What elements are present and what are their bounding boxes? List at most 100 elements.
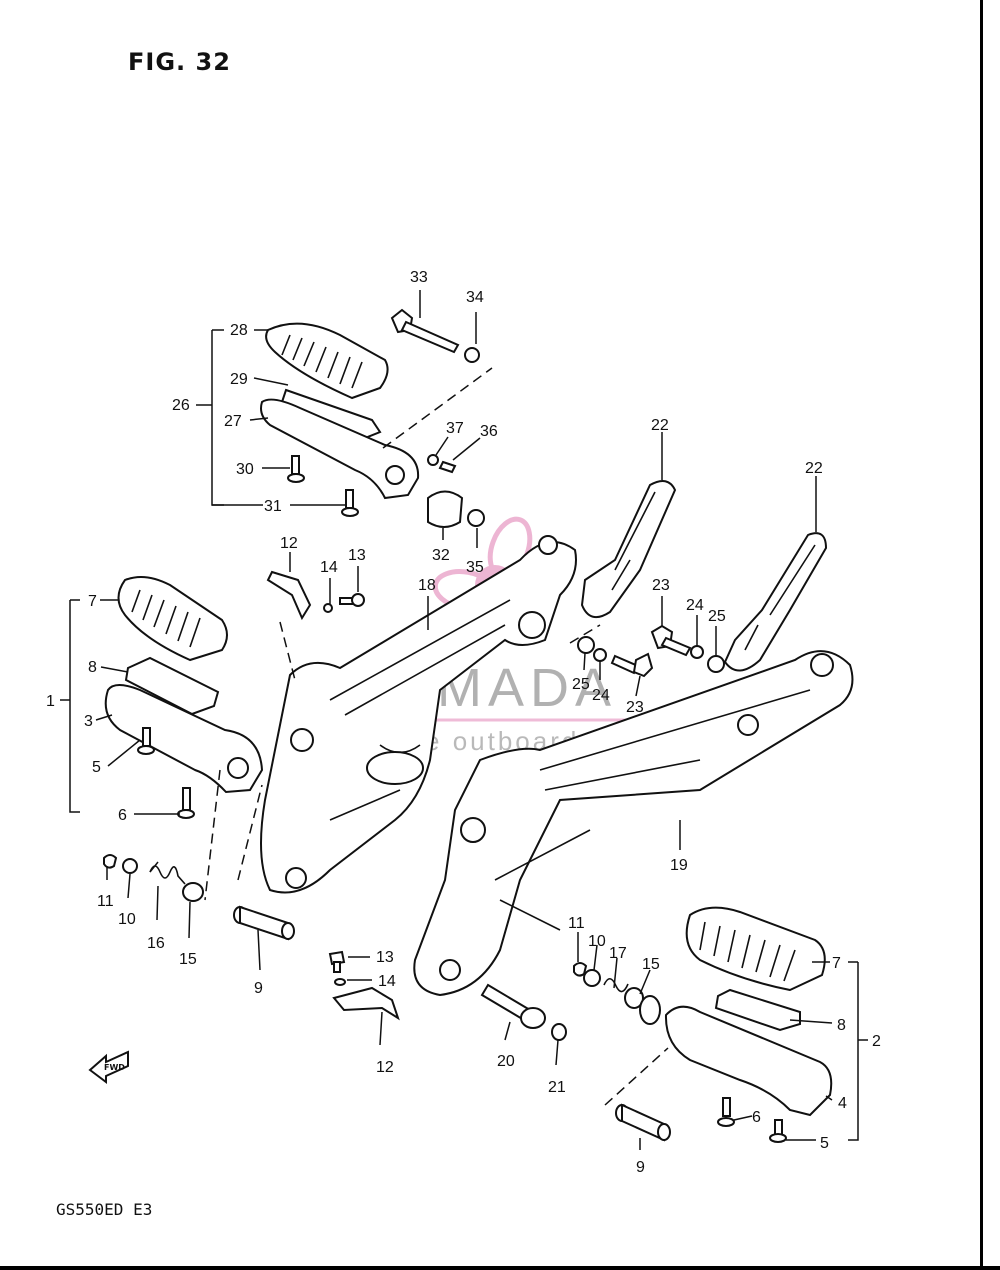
bracket-12-lower — [332, 986, 400, 1021]
screw-13-upper — [339, 593, 365, 607]
callout-21: 21 — [548, 1079, 566, 1096]
callout-10-left: 10 — [118, 911, 136, 928]
footrest-bracket-19 — [413, 650, 854, 997]
washer-14-upper — [323, 603, 333, 613]
model-code: GS550ED E3 — [56, 1200, 153, 1219]
washer-10-left — [122, 858, 138, 874]
callout-12-lower: 12 — [376, 1059, 394, 1076]
callout-30: 30 — [236, 461, 254, 478]
callout-13-upper: 13 — [348, 547, 366, 564]
screw-13-lower — [328, 950, 346, 973]
bolt-5-right — [769, 1119, 787, 1143]
washer-10-right — [583, 969, 601, 987]
collar-15-left — [182, 882, 204, 902]
callout-5-right: 5 — [820, 1135, 829, 1152]
spring-36 — [438, 460, 457, 474]
callout-20: 20 — [497, 1053, 515, 1070]
callout-22-upper: 22 — [651, 417, 669, 434]
callout-18: 18 — [418, 577, 436, 594]
washer-25-upper — [707, 655, 725, 673]
callout-13-lower: 13 — [376, 949, 394, 966]
callout-19: 19 — [670, 857, 688, 874]
bolt-23-upper — [650, 624, 692, 657]
heel-guard-22-right — [723, 532, 828, 672]
callout-29: 29 — [230, 371, 248, 388]
callout-8-left: 8 — [88, 659, 97, 676]
callout-1: 1 — [46, 693, 55, 710]
callout-9-left: 9 — [254, 980, 263, 997]
callout-10-right: 10 — [588, 933, 606, 950]
spring-17 — [603, 977, 629, 993]
footrest-rubber-7-left — [117, 575, 228, 662]
callout-37: 37 — [446, 420, 464, 437]
callout-36: 36 — [480, 423, 498, 440]
figure-title: FIG. 32 — [128, 48, 231, 76]
footrest-bracket-3-left — [104, 684, 264, 794]
callout-11-right: 11 — [568, 915, 585, 932]
leader-lines — [60, 290, 868, 1150]
callout-28: 28 — [230, 322, 248, 339]
plate-8-right — [714, 988, 801, 1032]
collar-15-right — [624, 987, 644, 1009]
fwd-label: FWD — [104, 1063, 125, 1072]
bolt-6-left — [177, 787, 195, 819]
callout-32: 32 — [432, 547, 450, 564]
callout-16: 16 — [147, 935, 165, 952]
callout-6-right: 6 — [752, 1109, 761, 1126]
callout-35: 35 — [466, 559, 484, 576]
cap-21 — [551, 1023, 567, 1041]
footrest-bracket-27 — [260, 398, 420, 500]
callout-14-lower: 14 — [378, 973, 396, 990]
washer-34 — [464, 347, 480, 363]
footrest-rubber-28 — [265, 322, 389, 400]
callout-4: 4 — [838, 1095, 847, 1112]
callout-15-right: 15 — [642, 956, 660, 973]
pivot-boss-right — [639, 995, 661, 1025]
callout-17: 17 — [609, 945, 627, 962]
callout-3: 3 — [84, 713, 93, 730]
bolt-30 — [287, 455, 305, 483]
callout-2: 2 — [872, 1033, 881, 1050]
callout-23-lower: 23 — [626, 699, 644, 716]
heel-guard-22-left — [580, 480, 677, 619]
page-border-bottom — [0, 1266, 1000, 1270]
bolt-20 — [480, 983, 546, 1029]
callout-24-upper: 24 — [686, 597, 704, 614]
callout-26: 26 — [172, 397, 190, 414]
callout-6-left: 6 — [118, 807, 127, 824]
callout-25-upper: 25 — [708, 608, 726, 625]
clip-11-left — [103, 854, 118, 869]
washer-14-lower — [334, 978, 346, 986]
bracket-12-upper — [266, 570, 312, 621]
spring-16 — [149, 861, 186, 885]
bolt-5-left — [137, 727, 155, 755]
bolt-23-lower — [610, 652, 654, 678]
footrest-bracket-18 — [260, 535, 577, 894]
callout-23-upper: 23 — [652, 577, 670, 594]
page-border-right — [980, 0, 983, 1270]
callout-15-left: 15 — [179, 951, 197, 968]
washer-25-lower — [577, 636, 595, 654]
ball-37 — [427, 454, 439, 466]
callout-5-left: 5 — [92, 759, 101, 776]
callout-34: 34 — [466, 289, 484, 306]
callout-25-lower: 25 — [572, 676, 590, 693]
collar-32 — [427, 490, 464, 528]
callout-numbers: 33 34 28 29 26 27 37 36 30 31 32 35 22 2… — [46, 269, 881, 1176]
callout-9-right: 9 — [636, 1159, 645, 1176]
fwd-arrow-icon: FWD — [88, 1050, 129, 1084]
callout-8-right: 8 — [837, 1017, 846, 1034]
footrest-rubber-7-right — [685, 906, 826, 992]
washer-24-upper — [690, 645, 704, 659]
pin-9-right — [615, 1103, 671, 1142]
plate-29 — [280, 388, 382, 442]
plate-8-left — [124, 656, 220, 716]
callout-12-upper: 12 — [280, 535, 298, 552]
callout-31: 31 — [264, 498, 282, 515]
washer-24-lower — [593, 648, 607, 662]
callout-27: 27 — [224, 413, 242, 430]
callout-33: 33 — [410, 269, 428, 286]
bolt-31 — [341, 489, 359, 517]
